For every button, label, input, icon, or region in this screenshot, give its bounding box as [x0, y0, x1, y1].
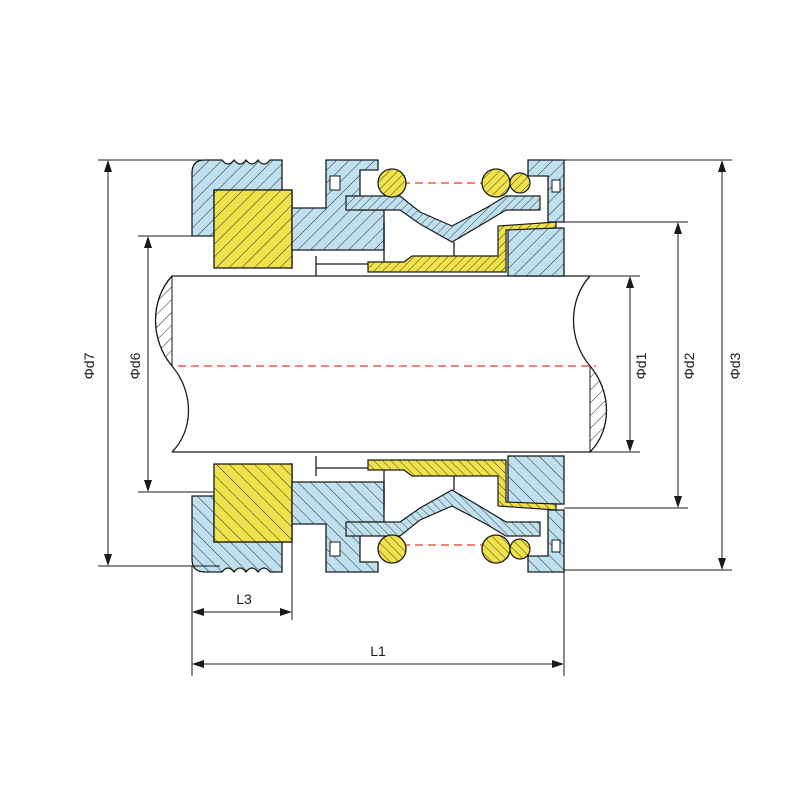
dim-label-d6: Φd6: [127, 352, 143, 379]
dim-label-l1: L1: [370, 643, 386, 659]
shaft: [154, 274, 608, 454]
dim-label-d1: Φd1: [633, 352, 649, 379]
shaft-break-right-hatch: [589, 364, 607, 454]
dim-label-d7: Φd7: [81, 352, 97, 379]
dim-label-d2: Φd2: [681, 352, 697, 379]
shaft-break-left-hatch: [155, 274, 173, 368]
seal-lower-half: [191, 455, 565, 574]
seal-upper-half: [191, 158, 565, 277]
dim-label-l3: L3: [236, 591, 252, 607]
dim-label-d3: Φd3: [727, 352, 743, 379]
dimension-lines: Φd7 Φd6 Φd1 Φd2 Φd3 L3: [81, 159, 743, 676]
